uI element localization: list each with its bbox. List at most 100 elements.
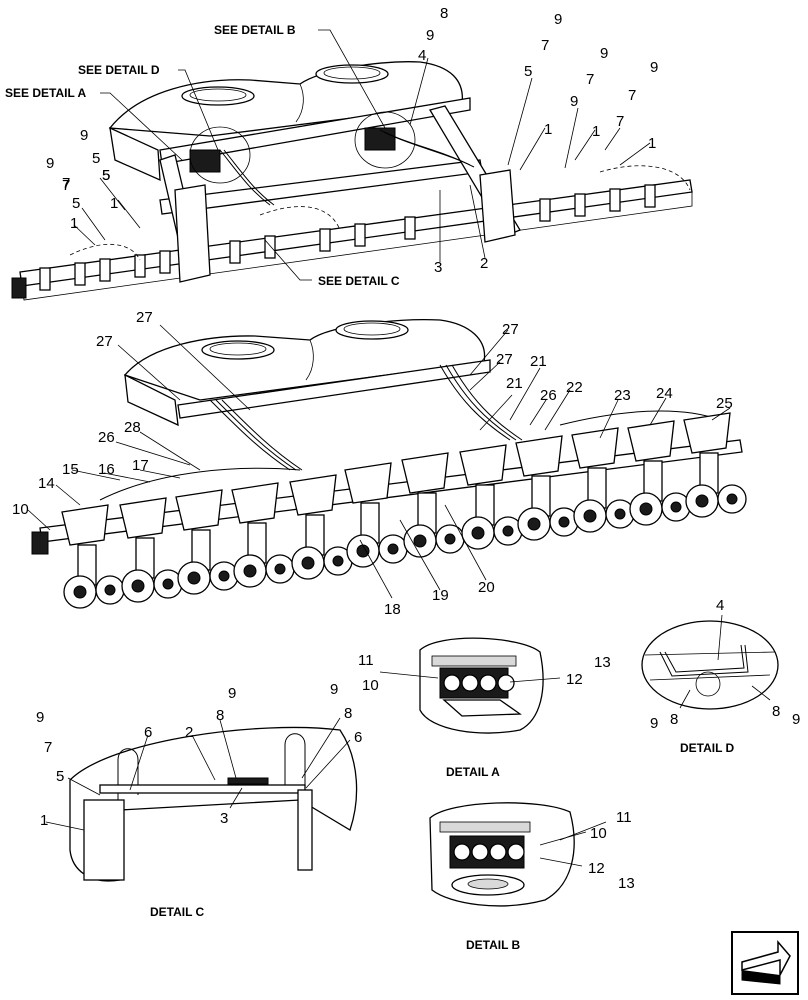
middle-leader-lines	[27, 324, 731, 599]
callout-label: 5	[102, 167, 110, 184]
callout-label: 2	[480, 255, 488, 272]
row-unit	[119, 497, 183, 603]
callout-label: 1	[70, 215, 78, 232]
callout-label: 10	[362, 677, 379, 694]
callout-label: 12	[588, 860, 605, 877]
callout-label: 10	[12, 501, 29, 518]
detail-b-caption: DETAIL B	[466, 938, 521, 952]
callout-label: 9	[792, 711, 800, 728]
see-detail-labels: SEE DETAIL B SEE DETAIL D SEE DETAIL A S…	[5, 23, 400, 288]
detail-c: 9 9 9 7 8 8 2 6 6 5 1 3 DETAIL C	[36, 681, 362, 919]
see-detail-a-label: SEE DETAIL A	[5, 86, 86, 100]
callout-label: 7	[44, 739, 52, 756]
callout-label: 5	[102, 167, 110, 184]
callout-label: 19	[432, 587, 449, 604]
callout-label: 5	[72, 195, 80, 212]
callout-label: 9	[650, 59, 658, 76]
callout-label: 11	[358, 652, 374, 669]
callout-label: 9	[80, 127, 88, 144]
callout-label: 18	[384, 601, 401, 618]
row-unit	[231, 482, 295, 588]
callout-label: 27	[502, 321, 519, 338]
callout-label: 8	[344, 705, 352, 722]
row-unit	[344, 462, 408, 568]
callout-label: 28	[124, 419, 141, 436]
detail-b: 11 10 12 13 DETAIL B	[429, 802, 635, 952]
callout-label: 9	[600, 45, 608, 62]
callout-label: 10	[590, 825, 607, 842]
top-callouts: 8 9 9 7 9 9 7 4 5 7 9 9 5 7 5 1 1 1 9 7 …	[46, 5, 658, 276]
callout-label: 3	[434, 259, 442, 276]
row-unit	[459, 444, 523, 550]
callout-label: 1	[40, 812, 48, 829]
callout-label: 15	[62, 461, 79, 478]
callout-label: 17	[132, 457, 149, 474]
top-leader-lines	[73, 29, 651, 281]
row-unit	[683, 412, 747, 518]
callout-label: 5	[56, 768, 64, 785]
callout-label: 12	[566, 671, 583, 688]
row-unit	[515, 435, 579, 541]
callout-label: 9	[330, 681, 338, 698]
see-detail-b-label: SEE DETAIL B	[214, 23, 296, 37]
callout-label: 8	[772, 703, 780, 720]
callout-label: 1	[648, 135, 656, 152]
callout-label: 7	[586, 71, 594, 88]
callout-label: 21	[530, 353, 547, 370]
callout-label: 8	[440, 5, 448, 22]
callout-label: 13	[594, 654, 611, 671]
callout-label: 1	[592, 123, 600, 140]
callout-label: 9	[554, 11, 562, 28]
row-unit	[627, 420, 691, 526]
detail-d-caption: DETAIL D	[680, 741, 735, 755]
callout-label: 1	[544, 121, 552, 138]
callout-label: 2	[185, 724, 193, 741]
callout-label: 4	[418, 47, 426, 64]
callout-label: 1	[110, 195, 118, 212]
callout-label: 9	[228, 685, 236, 702]
top-frame-illustration	[11, 61, 693, 301]
callout-label: 3	[220, 810, 228, 827]
next-page-arrow-icon[interactable]	[731, 931, 799, 995]
callout-label: 5	[524, 63, 532, 80]
callout-label: 7	[628, 87, 636, 104]
callout-label: 6	[354, 729, 362, 746]
row-units	[61, 412, 747, 609]
callout-label: 8	[670, 711, 678, 728]
callout-label: 8	[216, 707, 224, 724]
callout-label: 6	[144, 724, 152, 741]
callout-label: 24	[656, 385, 673, 402]
callout-label: 9	[46, 155, 54, 172]
detail-c-caption: DETAIL C	[150, 905, 205, 919]
callout-label: 5	[92, 150, 100, 167]
callout-label: 11	[616, 809, 632, 826]
middle-callouts: 27 27 27 21 27 21 22 26 23 24 25 28 26 1…	[12, 309, 733, 618]
callout-label: 14	[38, 475, 55, 492]
callout-label: 16	[98, 461, 115, 478]
callout-label: 20	[478, 579, 495, 596]
callout-label: 21	[506, 375, 523, 392]
detail-d: 4 9 8 8 9 DETAIL D	[641, 597, 800, 755]
detail-a-caption: DETAIL A	[446, 765, 500, 779]
callout-label: 7	[616, 113, 624, 130]
see-detail-c-label: SEE DETAIL C	[318, 274, 400, 288]
callout-label: 9	[570, 93, 578, 110]
callout-label: 27	[496, 351, 513, 368]
callout-label: 27	[136, 309, 153, 326]
row-unit	[401, 452, 465, 558]
row-unit	[61, 504, 125, 609]
row-unit	[571, 427, 635, 533]
callout-label: 4	[716, 597, 724, 614]
callout-label: 7	[62, 175, 70, 192]
detail-a: 11 13 10 12 DETAIL A	[358, 637, 611, 779]
callout-label: 26	[540, 387, 557, 404]
callout-label: 7	[62, 177, 70, 194]
see-detail-d-label: SEE DETAIL D	[78, 63, 160, 77]
callout-label: 9	[650, 715, 658, 732]
callout-label: 25	[716, 395, 733, 412]
callout-label: 7	[541, 37, 549, 54]
callout-label: 9	[36, 709, 44, 726]
callout-label: 9	[426, 27, 434, 44]
callout-label: 22	[566, 379, 583, 396]
